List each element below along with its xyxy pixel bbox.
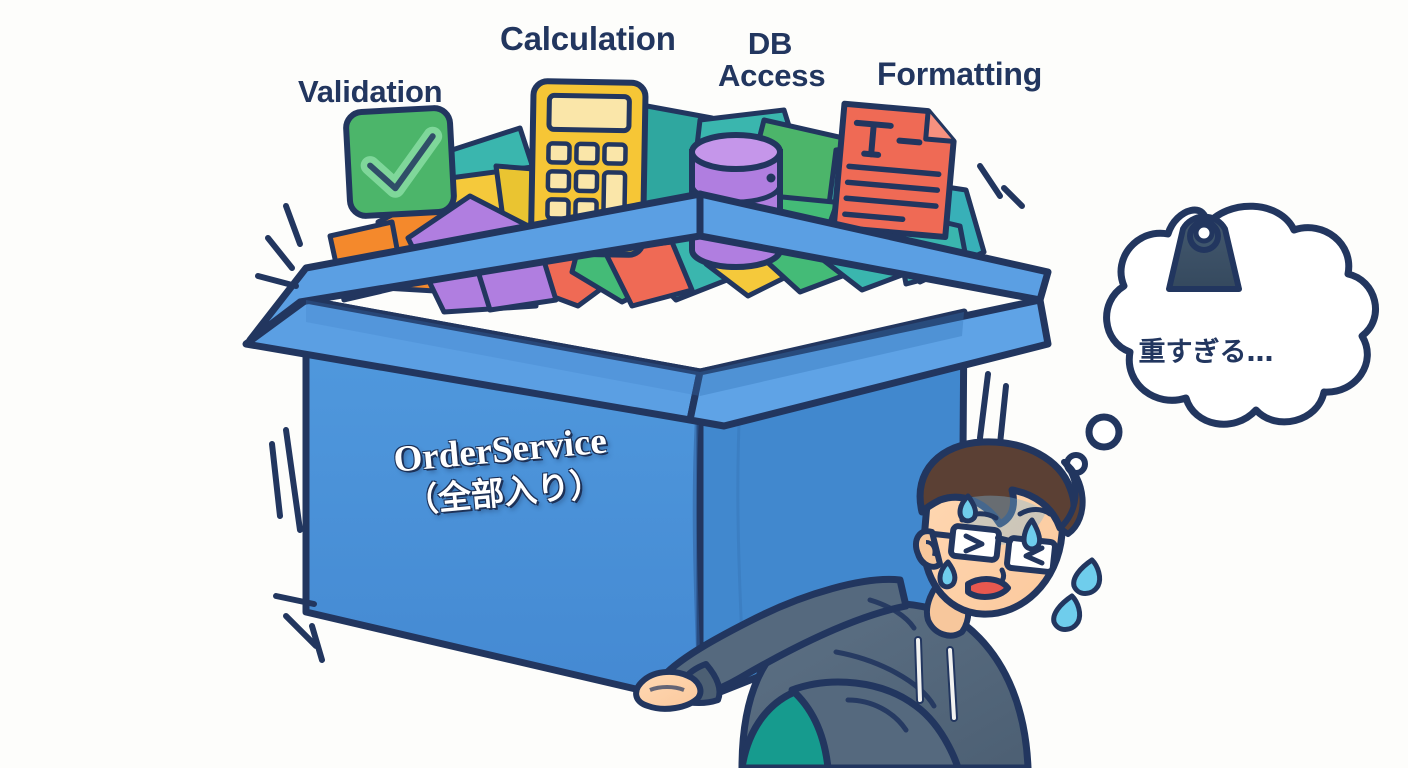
text-document-icon bbox=[830, 100, 957, 241]
hair bbox=[916, 438, 1078, 532]
mouth bbox=[965, 576, 1011, 600]
sweat-drops bbox=[937, 493, 1103, 632]
label-validation: Validation bbox=[298, 74, 443, 109]
hoodie-drawstrings bbox=[914, 636, 958, 722]
hand bbox=[633, 668, 704, 712]
character bbox=[633, 438, 1103, 768]
thought-trail-large bbox=[1085, 413, 1123, 451]
box-flap-right bbox=[686, 296, 1052, 430]
motion-lines bbox=[255, 163, 1025, 663]
thought-bubble-text: 重すぎる… bbox=[1138, 337, 1274, 368]
box-flap-back-right bbox=[696, 190, 1052, 304]
checkmark-card-icon bbox=[343, 105, 457, 219]
label-db-access: DB Access bbox=[718, 26, 826, 94]
thought-bubble bbox=[1064, 202, 1379, 476]
eye-right-strained bbox=[963, 533, 985, 554]
eye-left-strained bbox=[1023, 545, 1045, 566]
label-formatting: Formatting bbox=[877, 56, 1043, 92]
label-calculation: Calculation bbox=[500, 20, 676, 57]
weight-icon bbox=[1166, 213, 1242, 292]
